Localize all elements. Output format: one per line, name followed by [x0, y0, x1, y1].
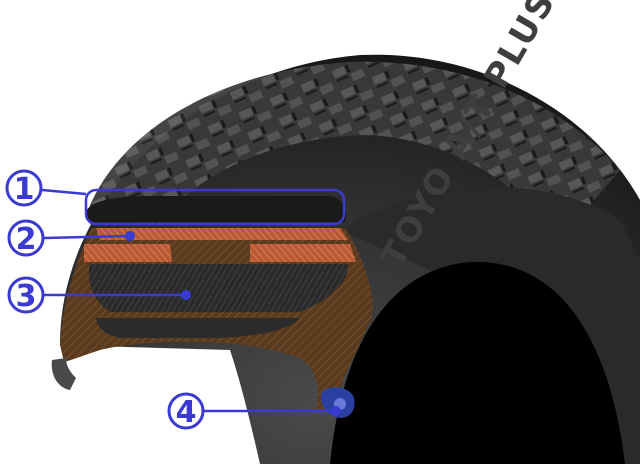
callout-2-dot [125, 231, 135, 241]
left-sidewall-section [51, 358, 76, 390]
callout-3-number: 3 [16, 279, 37, 314]
wheel-opening [330, 261, 625, 464]
callout-4-dot [331, 406, 341, 416]
callout-1-marker: 1 [5, 169, 43, 207]
callout-1-number: 1 [14, 172, 35, 207]
callout-1-leader [41, 188, 87, 196]
belt-layer-upper [96, 228, 348, 240]
callout-3-marker: 3 [7, 276, 45, 314]
callout-3-dot [181, 290, 191, 300]
callout-2-marker: 2 [7, 219, 45, 257]
tread-band [88, 61, 620, 240]
callout-4-number: 4 [176, 395, 197, 430]
belt-layer-right [250, 244, 356, 262]
callout-1-highlight-box [84, 188, 346, 226]
belt-layer-left [84, 244, 172, 262]
callout-4-marker: 4 [167, 392, 205, 430]
callout-2-number: 2 [16, 222, 37, 257]
callout-2-leader [43, 234, 131, 240]
ply-layer [88, 264, 349, 312]
tread-rubber-section [85, 196, 347, 222]
inner-liner [96, 318, 300, 338]
